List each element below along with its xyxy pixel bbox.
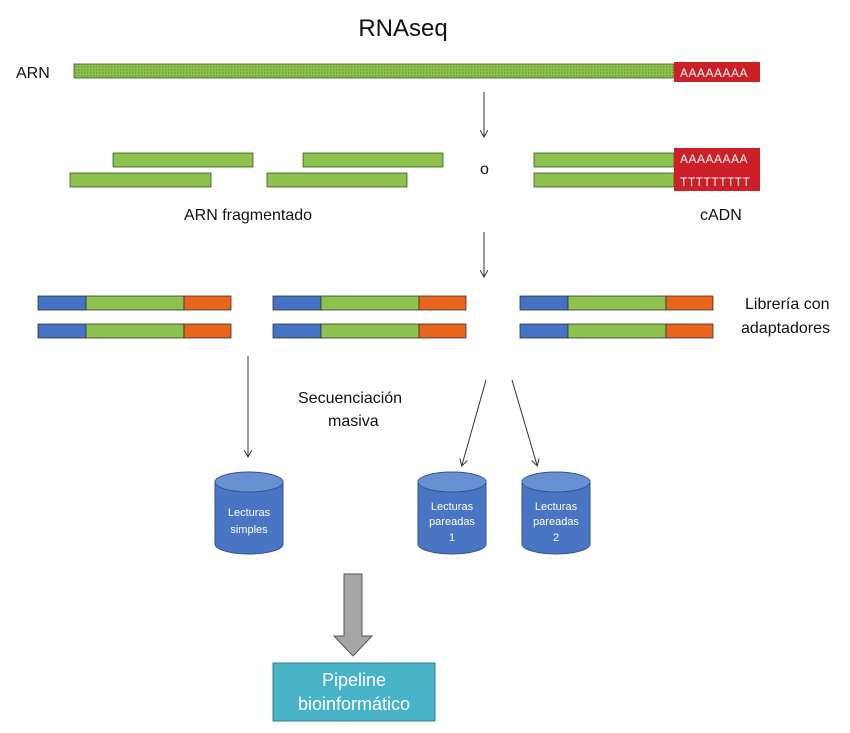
arrow-to-paired-reads-2: [511, 379, 537, 465]
insert: [85, 323, 185, 339]
cdna-tail: [674, 148, 760, 191]
adapter-left: [37, 295, 87, 311]
database-label-line1: Lecturas: [431, 501, 474, 513]
pipeline-label-line1: Pipeline: [322, 670, 386, 690]
database-top: [417, 471, 487, 493]
adapter-right: [665, 295, 714, 311]
cdna-label: cADN: [700, 207, 742, 224]
library-label-line2: adaptadores: [741, 320, 830, 337]
pipeline-arrow: [332, 573, 374, 657]
database-top: [214, 471, 284, 493]
rna-fragment: [266, 172, 408, 188]
polya-tail: [674, 62, 760, 82]
insert: [567, 323, 667, 339]
arrow-to-paired-reads-1: [462, 379, 487, 465]
insert: [567, 295, 667, 311]
cdna-polyt-text: TTTTTTTTT: [680, 175, 751, 189]
database-label-line3: 2: [553, 532, 559, 544]
database-label-line1: Lecturas: [535, 501, 578, 513]
rna-label: ARN: [16, 65, 50, 82]
sequencing-label-line1: Secuenciación: [298, 390, 402, 407]
database-top: [521, 471, 591, 493]
database-label-line1: Lecturas: [228, 507, 271, 519]
adapter-left: [272, 295, 322, 311]
adapter-right: [665, 323, 714, 339]
cdna-strand: [533, 152, 675, 168]
database-label-line2: pareadas: [429, 516, 475, 528]
adapter-left: [519, 295, 569, 311]
insert: [320, 295, 420, 311]
pipeline-box: [272, 662, 436, 722]
rna-strand: [73, 63, 675, 79]
database-paired-reads-2: Lecturas pareadas 2: [521, 471, 591, 555]
database-paired-reads-1: Lecturas pareadas 1: [417, 471, 487, 555]
library-group-1: [37, 295, 232, 339]
library-label-line1: Librería con: [745, 296, 830, 313]
cdna-strand: [533, 172, 675, 188]
pipeline-label-line2: bioinformático: [298, 694, 410, 714]
adapter-right: [418, 323, 467, 339]
adapter-right: [418, 295, 467, 311]
sequencing-label-line2: masiva: [328, 413, 379, 430]
library-group-2: [272, 295, 467, 339]
insert: [320, 323, 420, 339]
adapter-left: [272, 323, 322, 339]
rna-fragment: [69, 172, 212, 188]
library-group-3: [519, 295, 714, 339]
database-label-line2: simples: [230, 524, 268, 536]
rna-fragment: [112, 152, 254, 168]
database-label-line3: 1: [449, 532, 455, 544]
fragmented-rna-label: ARN fragmentado: [184, 207, 312, 224]
database-single-reads: Lecturas simples: [214, 471, 284, 555]
diagram-title: RNAseq: [358, 15, 447, 42]
adapter-left: [37, 323, 87, 339]
rna-fragment: [302, 152, 444, 168]
adapter-left: [519, 323, 569, 339]
or-label: o: [480, 161, 489, 178]
insert: [85, 295, 185, 311]
adapter-right: [183, 323, 232, 339]
adapter-right: [183, 295, 232, 311]
database-label-line2: pareadas: [533, 516, 579, 528]
cdna-polya-text: AAAAAAAA: [680, 152, 748, 166]
polya-tail-text: AAAAAAAA: [680, 66, 748, 80]
